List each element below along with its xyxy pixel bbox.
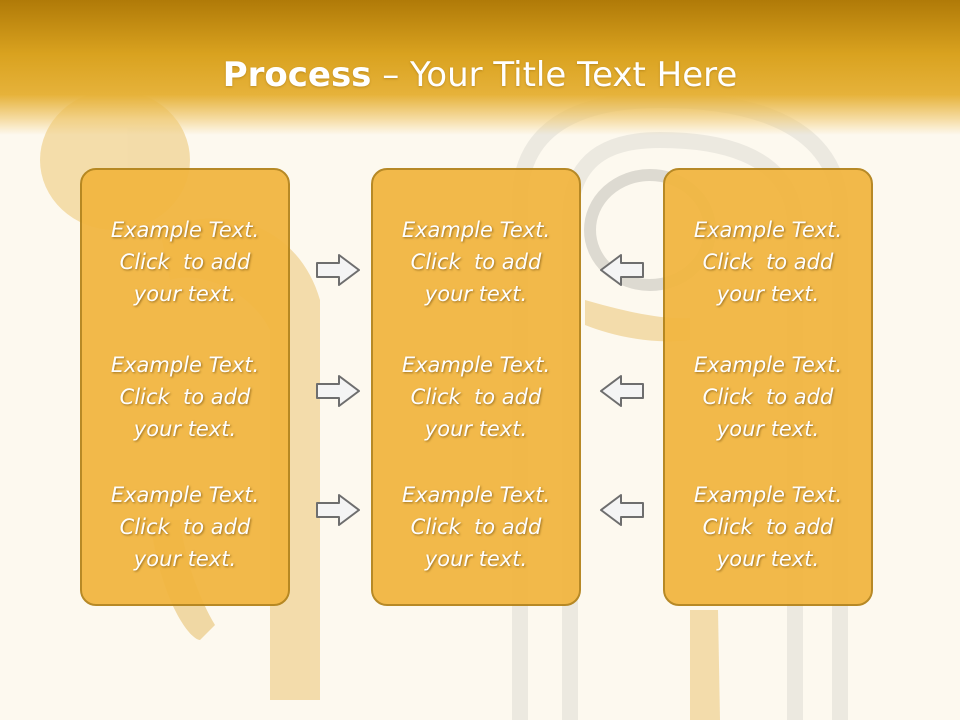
item-line: Click to add [410,385,542,409]
item-line: Click to add [410,515,542,539]
text-item[interactable]: Example Text. Click to add your text. [665,349,871,445]
item-line: Example Text. [693,353,843,377]
item-line: Click to add [119,385,251,409]
arrow-right-icon [316,494,360,526]
text-item[interactable]: Example Text. Click to add your text. [82,479,288,575]
item-line: your text. [424,417,528,441]
arrow-left-icon [600,375,644,407]
item-line: Example Text. [110,483,260,507]
item-line: Example Text. [110,353,260,377]
item-line: Example Text. [401,483,551,507]
title-bar [0,0,960,135]
item-line: Example Text. [401,218,551,242]
arrow-left-icon [600,494,644,526]
text-item[interactable]: Example Text. Click to add your text. [665,479,871,575]
item-line: Example Text. [401,353,551,377]
text-item[interactable]: Example Text. Click to add your text. [373,214,579,310]
text-box-middle[interactable]: Example Text. Click to add your text. Ex… [371,168,581,606]
text-box-right[interactable]: Example Text. Click to add your text. Ex… [663,168,873,606]
arrow-right-icon [316,375,360,407]
title-rest: – Your Title Text Here [371,55,738,95]
item-line: your text. [133,547,237,571]
item-line: your text. [716,282,820,306]
text-item[interactable]: Example Text. Click to add your text. [373,479,579,575]
item-line: Click to add [119,515,251,539]
text-item[interactable]: Example Text. Click to add your text. [665,214,871,310]
item-line: your text. [424,547,528,571]
item-line: Click to add [410,250,542,274]
item-line: Example Text. [110,218,260,242]
title-bold: Process [222,55,372,95]
slide-title[interactable]: Process – Your Title Text Here [0,52,960,98]
item-line: your text. [133,282,237,306]
text-item[interactable]: Example Text. Click to add your text. [373,349,579,445]
item-line: your text. [133,417,237,441]
item-line: your text. [424,282,528,306]
arrow-left-icon [600,254,644,286]
text-item[interactable]: Example Text. Click to add your text. [82,214,288,310]
arrow-right-icon [316,254,360,286]
item-line: Example Text. [693,483,843,507]
item-line: Click to add [702,385,834,409]
text-item[interactable]: Example Text. Click to add your text. [82,349,288,445]
text-box-left[interactable]: Example Text. Click to add your text. Ex… [80,168,290,606]
item-line: your text. [716,547,820,571]
item-line: Click to add [702,515,834,539]
item-line: Example Text. [693,218,843,242]
item-line: your text. [716,417,820,441]
item-line: Click to add [119,250,251,274]
item-line: Click to add [702,250,834,274]
